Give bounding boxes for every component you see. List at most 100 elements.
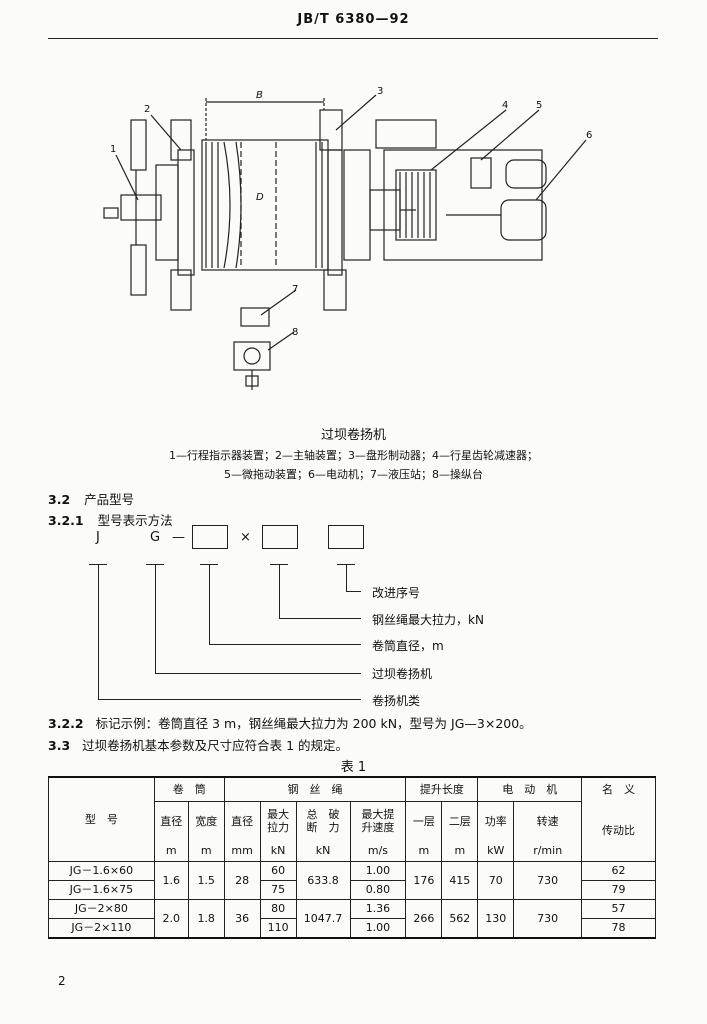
header-lift-length: 提升长度: [405, 776, 479, 802]
document-header: JB/T 6380—92: [297, 12, 410, 27]
callout-2: 2: [144, 104, 150, 115]
model-box-revision: [328, 525, 364, 549]
model-dash: —: [172, 530, 185, 545]
cell-power: 130: [477, 898, 515, 939]
cell-diameter: 1.6: [153, 860, 189, 900]
unit: kN: [295, 841, 351, 862]
sub-power: 功率: [477, 800, 515, 841]
model-box-diameter: [192, 525, 228, 549]
cell-rope-diameter: 36: [223, 898, 261, 939]
figure-legend-line-2: 5—微拖动装置；6—电动机；7—液压站；8—操纵台: [224, 468, 483, 481]
sub-rope-diameter: 直径: [223, 800, 261, 841]
dimension-b: B: [256, 90, 263, 101]
cell-rpm: 730: [513, 898, 583, 939]
header-ratio-a: 名 义: [581, 776, 656, 801]
section-3-2-1: 3.2.1 型号表示方法: [48, 510, 173, 529]
cell-ratio: 79: [581, 879, 656, 900]
header-rope: 钢 丝 绳: [223, 776, 407, 802]
model-times: ×: [240, 530, 251, 545]
callout-3: 3: [377, 86, 383, 97]
leader-class: [98, 564, 361, 700]
label-drum-diameter: 卷筒直径，m: [372, 639, 444, 653]
sub-layer-one: 一层: [405, 800, 443, 841]
section-number: 3.2.1: [48, 513, 84, 528]
label-dam-winch: 过坝卷扬机: [372, 667, 433, 681]
section-number: 3.2: [48, 492, 71, 507]
cell-rope-diameter: 28: [223, 860, 261, 900]
cell-ratio: 78: [581, 917, 656, 939]
header-motor: 电 动 机: [477, 776, 583, 802]
sub-drum-width: 宽度: [187, 800, 225, 841]
callout-8: 8: [292, 327, 298, 338]
sub-max-pull: 最大 拉力: [259, 800, 297, 841]
cell-speed: 1.00: [349, 917, 407, 939]
cell-model: JG－1.6×75: [48, 879, 155, 900]
leader-pull: [279, 564, 361, 619]
header-rule: [48, 38, 658, 39]
cell-width: 1.5: [187, 860, 225, 900]
section-text: 标记示例：卷筒直径 3 m，钢丝绳最大拉力为 200 kN，型号为 JG—3×2…: [95, 716, 532, 731]
callout-6: 6: [586, 130, 592, 141]
table-row: JG－2×110 110 1.00 78: [48, 917, 656, 939]
cell-model: JG－1.6×60: [48, 860, 155, 881]
cell-layer-one: 266: [405, 898, 443, 939]
cell-breaking-force: 633.8: [295, 860, 351, 900]
cell-speed: 1.00: [349, 860, 407, 881]
cell-layer-two: 562: [441, 898, 479, 939]
model-letter-g: G: [150, 530, 161, 545]
table-row: JG－1.6×75 75 0.80 79: [48, 879, 656, 900]
callout-1: 1: [110, 144, 116, 155]
cell-ratio: 62: [581, 860, 656, 881]
section-number: 3.2.2: [48, 716, 84, 731]
unit: m: [441, 841, 479, 862]
cell-width: 1.8: [187, 898, 225, 939]
sub-breaking-force: 总 破 断 力: [295, 800, 351, 841]
callout-4: 4: [502, 100, 508, 111]
model-letter-j: J: [96, 530, 100, 545]
unit: kN: [259, 841, 297, 862]
label-revision: 改进序号: [372, 586, 421, 600]
section-title: 型号表示方法: [97, 513, 173, 528]
cell-model: JG－2×110: [48, 917, 155, 939]
table-row: JG－1.6×60 1.6 1.5 28 60 633.8 1.00 176 4…: [48, 860, 656, 900]
figure-caption: 过坝卷扬机: [320, 428, 386, 443]
section-3-3: 3.3 过坝卷扬机基本参数及尺寸应符合表 1 的规定。: [48, 735, 658, 754]
cell-power: 70: [477, 860, 515, 900]
header-ratio-b: 传动比: [581, 801, 656, 862]
section-3-2: 3.2 产品型号: [48, 489, 134, 508]
cell-max-pull: 75: [259, 879, 297, 900]
unit: m: [153, 841, 189, 862]
unit: kW: [477, 841, 515, 862]
cell-rpm: 730: [513, 860, 583, 900]
sub-layer-two: 二层: [441, 800, 479, 841]
cell-model: JG－2×80: [48, 898, 155, 919]
cell-speed: 0.80: [349, 879, 407, 900]
leader-diameter: [209, 564, 361, 645]
cell-layer-two: 415: [441, 860, 479, 900]
cell-layer-one: 176: [405, 860, 443, 900]
sub-drum-diameter: 直径: [153, 800, 189, 841]
cell-max-pull: 60: [259, 860, 297, 881]
leader-revision: [346, 564, 361, 592]
unit: m/s: [349, 841, 407, 862]
unit: mm: [223, 841, 261, 862]
callout-7: 7: [292, 284, 298, 295]
section-title: 产品型号: [84, 492, 135, 507]
header-drum: 卷 筒: [153, 776, 225, 802]
cell-max-pull: 110: [259, 917, 297, 939]
unit: m: [405, 841, 443, 862]
cell-diameter: 2.0: [153, 898, 189, 939]
model-box-pull: [262, 525, 298, 549]
section-3-2-2: 3.2.2 标记示例：卷筒直径 3 m，钢丝绳最大拉力为 200 kN，型号为 …: [48, 713, 658, 732]
figure-legend-line-1: 1—行程指示器装置；2—主轴装置；3—盘形制动器；4—行星齿轮减速器；: [169, 449, 538, 462]
cell-breaking-force: 1047.7: [295, 898, 351, 939]
cell-max-pull: 80: [259, 898, 297, 919]
section-number: 3.3: [48, 738, 71, 753]
dimension-d: D: [256, 192, 264, 203]
parameter-table: 型 号 卷 筒 钢 丝 绳 提升长度 电 动 机 名 义 直径 宽度 直径 最大…: [48, 776, 656, 939]
header-model: 型 号: [48, 776, 155, 862]
page-number: 2: [58, 974, 66, 988]
section-text: 过坝卷扬机基本参数及尺寸应符合表 1 的规定。: [82, 738, 349, 753]
cell-ratio: 57: [581, 898, 656, 919]
label-rope-pull: 钢丝绳最大拉力，kN: [372, 613, 484, 627]
